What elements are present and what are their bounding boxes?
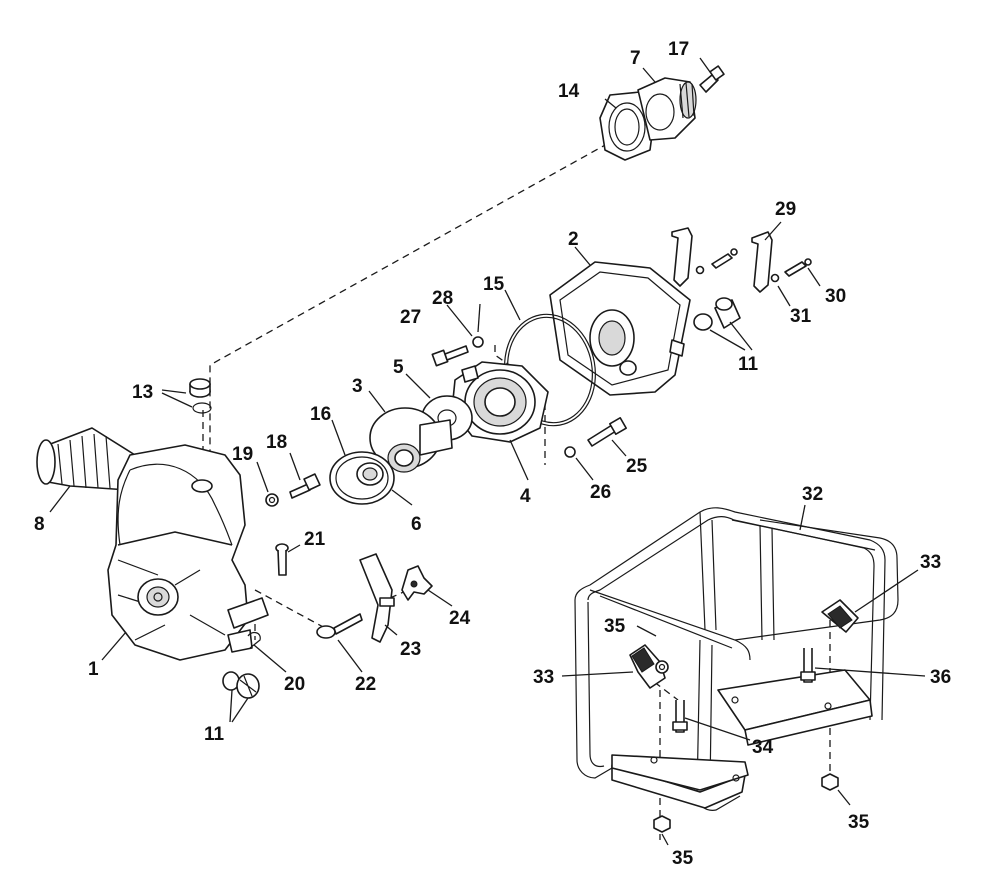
drain-plug-right xyxy=(693,297,741,331)
callout-5: 5 xyxy=(393,357,404,378)
callout-26: 26 xyxy=(590,482,611,503)
callout-21: 21 xyxy=(304,529,326,550)
callout-15: 15 xyxy=(483,274,505,295)
assembly-dashed-lines xyxy=(202,119,831,840)
callout-8: 8 xyxy=(34,514,45,535)
callout-33-left: 33 xyxy=(533,667,554,688)
discharge-flange-assembly xyxy=(599,65,725,161)
bolt-and-lock-washer xyxy=(431,336,484,367)
callout-35-right: 35 xyxy=(848,812,870,833)
callout-35-top: 35 xyxy=(604,616,626,637)
callout-labels: 1 2 3 4 5 6 7 8 11 11 13 14 15 16 17 18 … xyxy=(34,39,951,869)
callout-22: 22 xyxy=(355,674,376,695)
callout-32: 32 xyxy=(802,484,823,505)
fill-plug xyxy=(189,378,212,414)
callout-34: 34 xyxy=(752,737,774,758)
clamp-brackets xyxy=(671,227,812,293)
callout-31: 31 xyxy=(790,306,812,327)
pump-housing-cover xyxy=(549,261,691,396)
volute-housing xyxy=(451,361,549,443)
callout-11-right: 11 xyxy=(738,354,759,375)
callout-33-right: 33 xyxy=(920,552,941,573)
leader-lines xyxy=(49,57,926,846)
callout-16: 16 xyxy=(310,404,331,425)
callout-14: 14 xyxy=(558,81,580,102)
impeller-bolt-washer xyxy=(265,473,321,507)
callout-27: 27 xyxy=(400,307,421,328)
pump-frame xyxy=(574,507,899,811)
callout-2: 2 xyxy=(568,229,579,250)
callout-3: 3 xyxy=(352,376,363,397)
mechanical-seal xyxy=(329,451,395,505)
callout-29: 29 xyxy=(775,199,796,220)
clevis-pin-cotter xyxy=(247,543,289,649)
callout-24: 24 xyxy=(449,608,471,629)
callout-30: 30 xyxy=(825,286,846,307)
callout-23: 23 xyxy=(400,639,421,660)
callout-35-bottom: 35 xyxy=(672,848,694,869)
mounting-hardware xyxy=(629,599,859,833)
drain-plug-bottom xyxy=(222,671,260,699)
callout-18: 18 xyxy=(266,432,287,453)
impeller xyxy=(369,407,453,473)
callout-4: 4 xyxy=(520,486,531,507)
callout-1: 1 xyxy=(88,659,99,680)
callout-7: 7 xyxy=(630,48,641,69)
callout-17: 17 xyxy=(668,39,689,60)
clamp-arm-assembly xyxy=(316,553,433,643)
callout-19: 19 xyxy=(232,444,253,465)
callout-25: 25 xyxy=(626,456,648,477)
callout-36: 36 xyxy=(930,667,951,688)
callout-20: 20 xyxy=(284,674,305,695)
callout-28: 28 xyxy=(432,288,453,309)
callout-11-bottom: 11 xyxy=(204,724,225,745)
callout-6: 6 xyxy=(411,514,422,535)
bolt-and-washer xyxy=(564,417,627,458)
callout-13: 13 xyxy=(132,382,153,403)
pump-body xyxy=(107,444,269,661)
